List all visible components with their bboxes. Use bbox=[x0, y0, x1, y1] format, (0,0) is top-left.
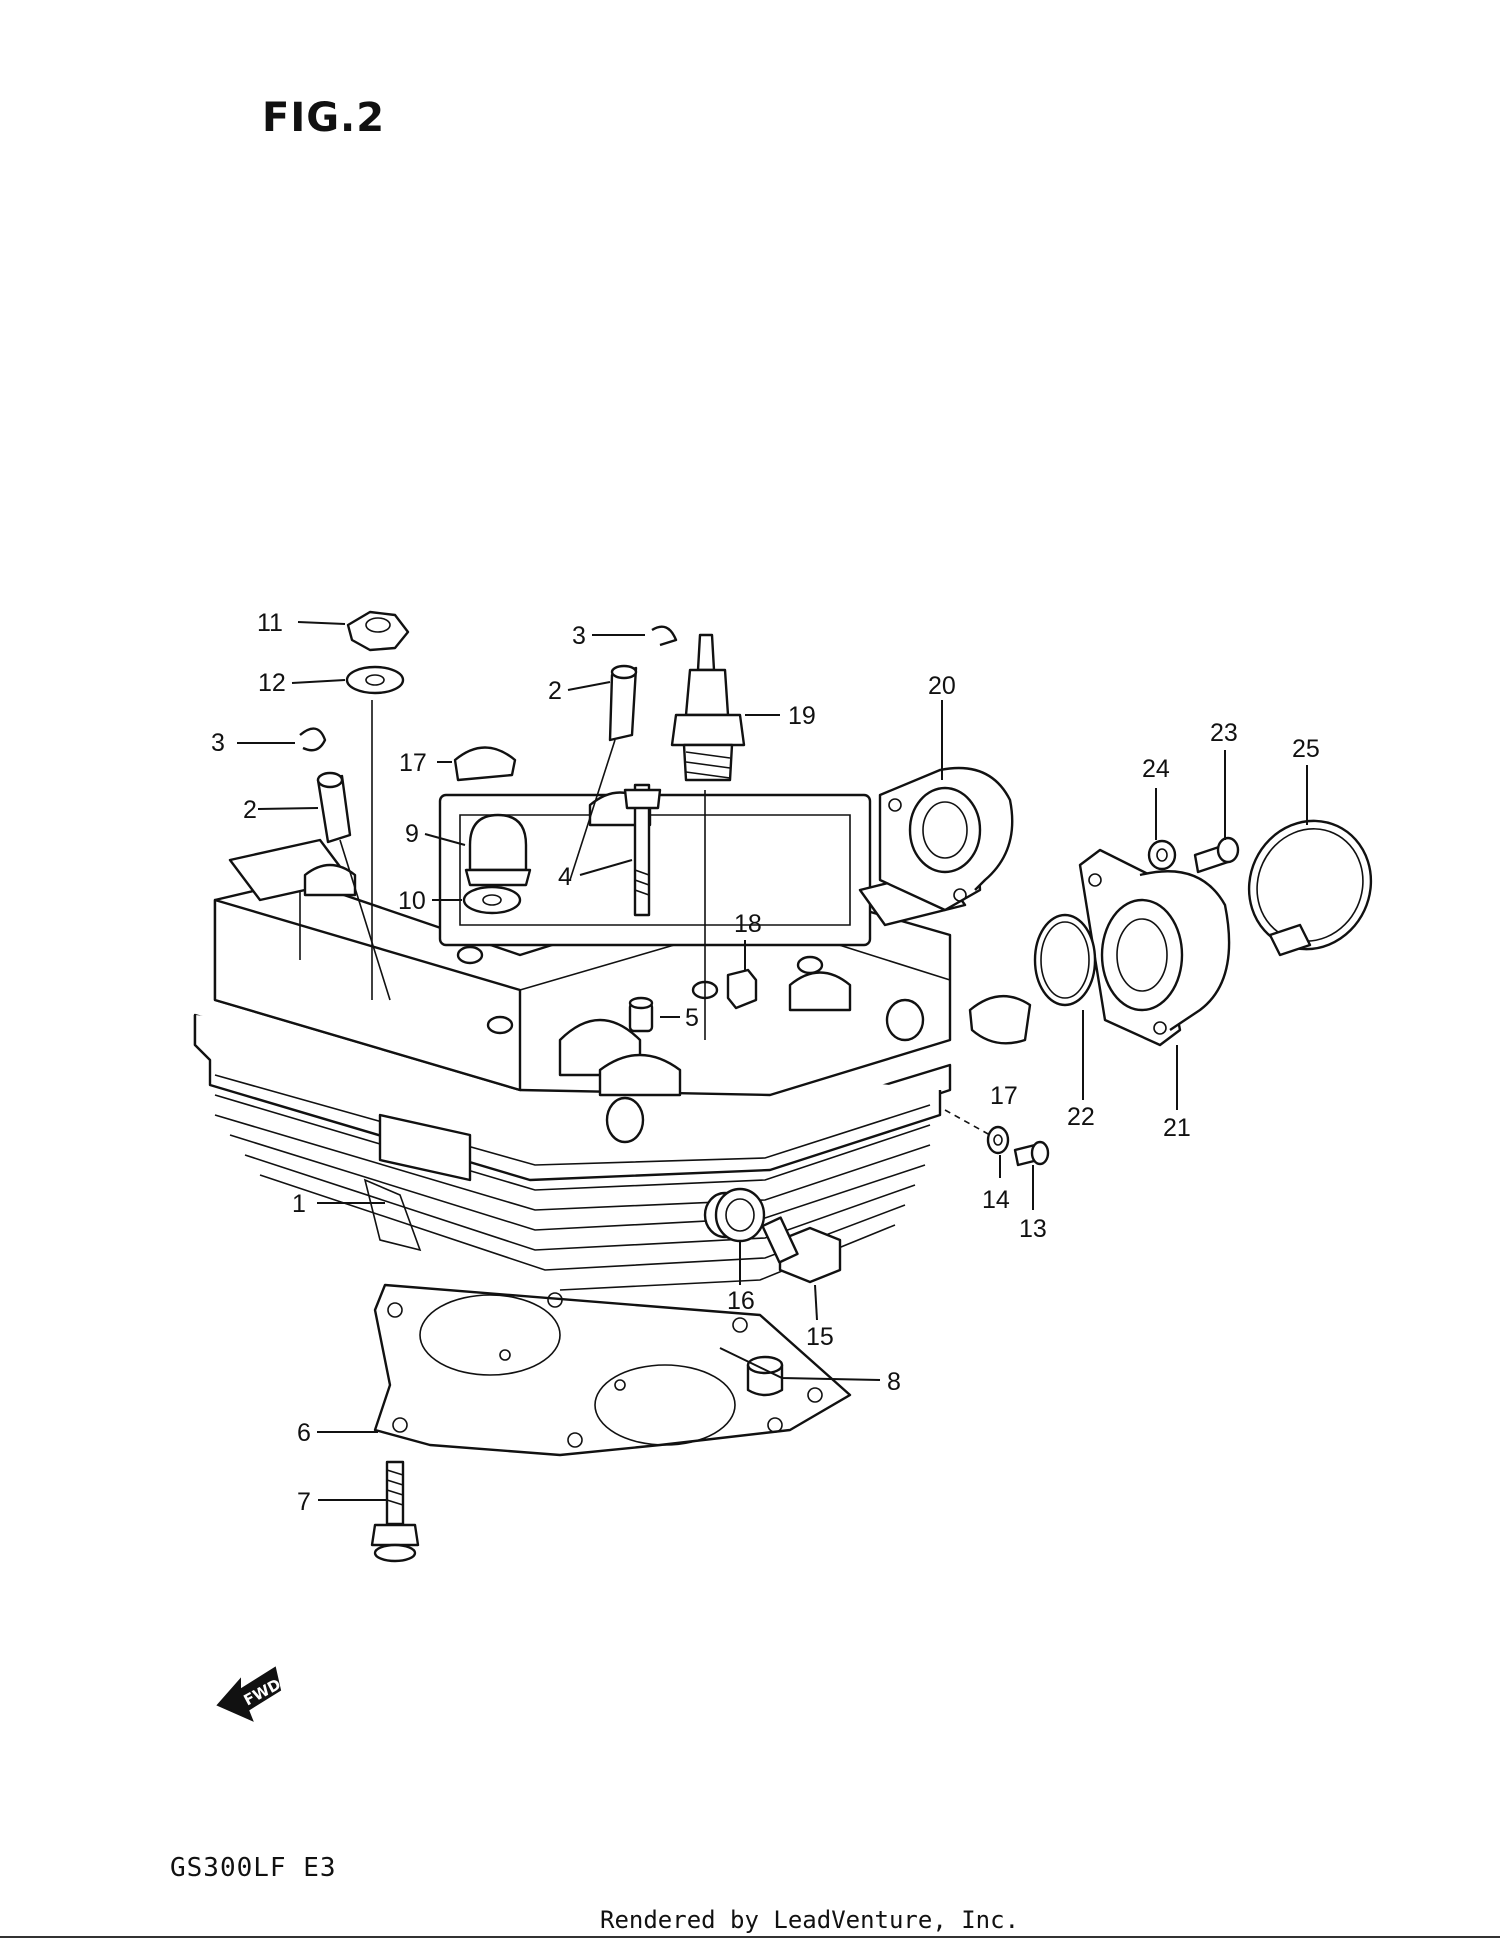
callout-25: 25 bbox=[1292, 735, 1320, 763]
head-gasket bbox=[373, 1283, 852, 1457]
intake-pipe-20 bbox=[878, 766, 1014, 912]
sealing-washer bbox=[462, 885, 522, 915]
circlip-top bbox=[651, 625, 678, 647]
rubber-cap bbox=[726, 968, 758, 1010]
callout-5: 5 bbox=[685, 1004, 699, 1032]
dowel-pin bbox=[746, 1355, 784, 1397]
locating-pin bbox=[628, 996, 654, 1033]
footer-credit: Rendered by LeadVenture, Inc. bbox=[600, 1906, 1020, 1934]
callout-1: 1 bbox=[292, 1190, 306, 1218]
small-screw bbox=[1013, 1140, 1050, 1167]
lock-washer bbox=[1147, 839, 1177, 871]
callout-2-top: 2 bbox=[548, 677, 562, 705]
callout-10: 10 bbox=[398, 887, 426, 915]
leader-lines bbox=[237, 621, 1308, 1501]
callout-11: 11 bbox=[257, 609, 283, 637]
footer-divider bbox=[0, 1936, 1500, 1938]
stud-bolt bbox=[623, 783, 662, 917]
callout-4: 4 bbox=[558, 863, 572, 891]
callout-9: 9 bbox=[405, 820, 419, 848]
callout-24: 24 bbox=[1142, 755, 1170, 783]
callout-15: 15 bbox=[806, 1323, 834, 1351]
callout-22: 22 bbox=[1067, 1103, 1095, 1131]
screw-23 bbox=[1193, 836, 1240, 874]
oil-seal bbox=[714, 1187, 766, 1243]
cam-end-cap-right bbox=[968, 994, 1032, 1045]
spark-plug bbox=[670, 633, 746, 782]
intake-pipe-21 bbox=[1078, 848, 1231, 1047]
callout-18: 18 bbox=[734, 910, 762, 938]
callout-17-right: 17 bbox=[990, 1082, 1018, 1110]
o-ring bbox=[1033, 913, 1097, 1007]
forward-arrow-icon: FWD bbox=[216, 1666, 284, 1722]
callout-2-left: 2 bbox=[243, 796, 257, 824]
callout-21: 21 bbox=[1163, 1114, 1191, 1142]
callout-12: 12 bbox=[258, 669, 286, 697]
oil-plug bbox=[761, 1216, 842, 1284]
cam-end-cap-left bbox=[453, 746, 517, 782]
valve-guide-top bbox=[608, 664, 638, 742]
callout-19: 19 bbox=[788, 702, 816, 730]
callout-13: 13 bbox=[1019, 1215, 1047, 1243]
acorn-nut bbox=[464, 813, 532, 887]
callout-7: 7 bbox=[297, 1488, 311, 1516]
callout-20: 20 bbox=[928, 672, 956, 700]
callout-3-top: 3 bbox=[572, 622, 586, 650]
model-code: GS300LF E3 bbox=[170, 1853, 337, 1883]
washer bbox=[345, 665, 405, 695]
hose-clamp bbox=[1247, 819, 1373, 957]
cap-nut bbox=[346, 610, 410, 652]
valve-guide-left bbox=[316, 771, 352, 844]
callout-14: 14 bbox=[982, 1186, 1010, 1214]
callout-23: 23 bbox=[1210, 719, 1238, 747]
head-bolt bbox=[370, 1460, 420, 1563]
callout-3-left: 3 bbox=[211, 729, 225, 757]
small-washer bbox=[986, 1125, 1010, 1155]
cylinder-head bbox=[193, 791, 967, 1291]
circlip-left bbox=[299, 727, 327, 752]
figure-title: FIG.2 bbox=[262, 95, 386, 141]
callout-8: 8 bbox=[887, 1368, 901, 1396]
callout-labels: 11 12 3 2 17 9 10 3 2 4 5 18 19 20 24 23… bbox=[211, 609, 1320, 1516]
callout-17-left: 17 bbox=[399, 749, 427, 777]
callout-16: 16 bbox=[727, 1287, 755, 1315]
callout-6: 6 bbox=[297, 1419, 311, 1447]
